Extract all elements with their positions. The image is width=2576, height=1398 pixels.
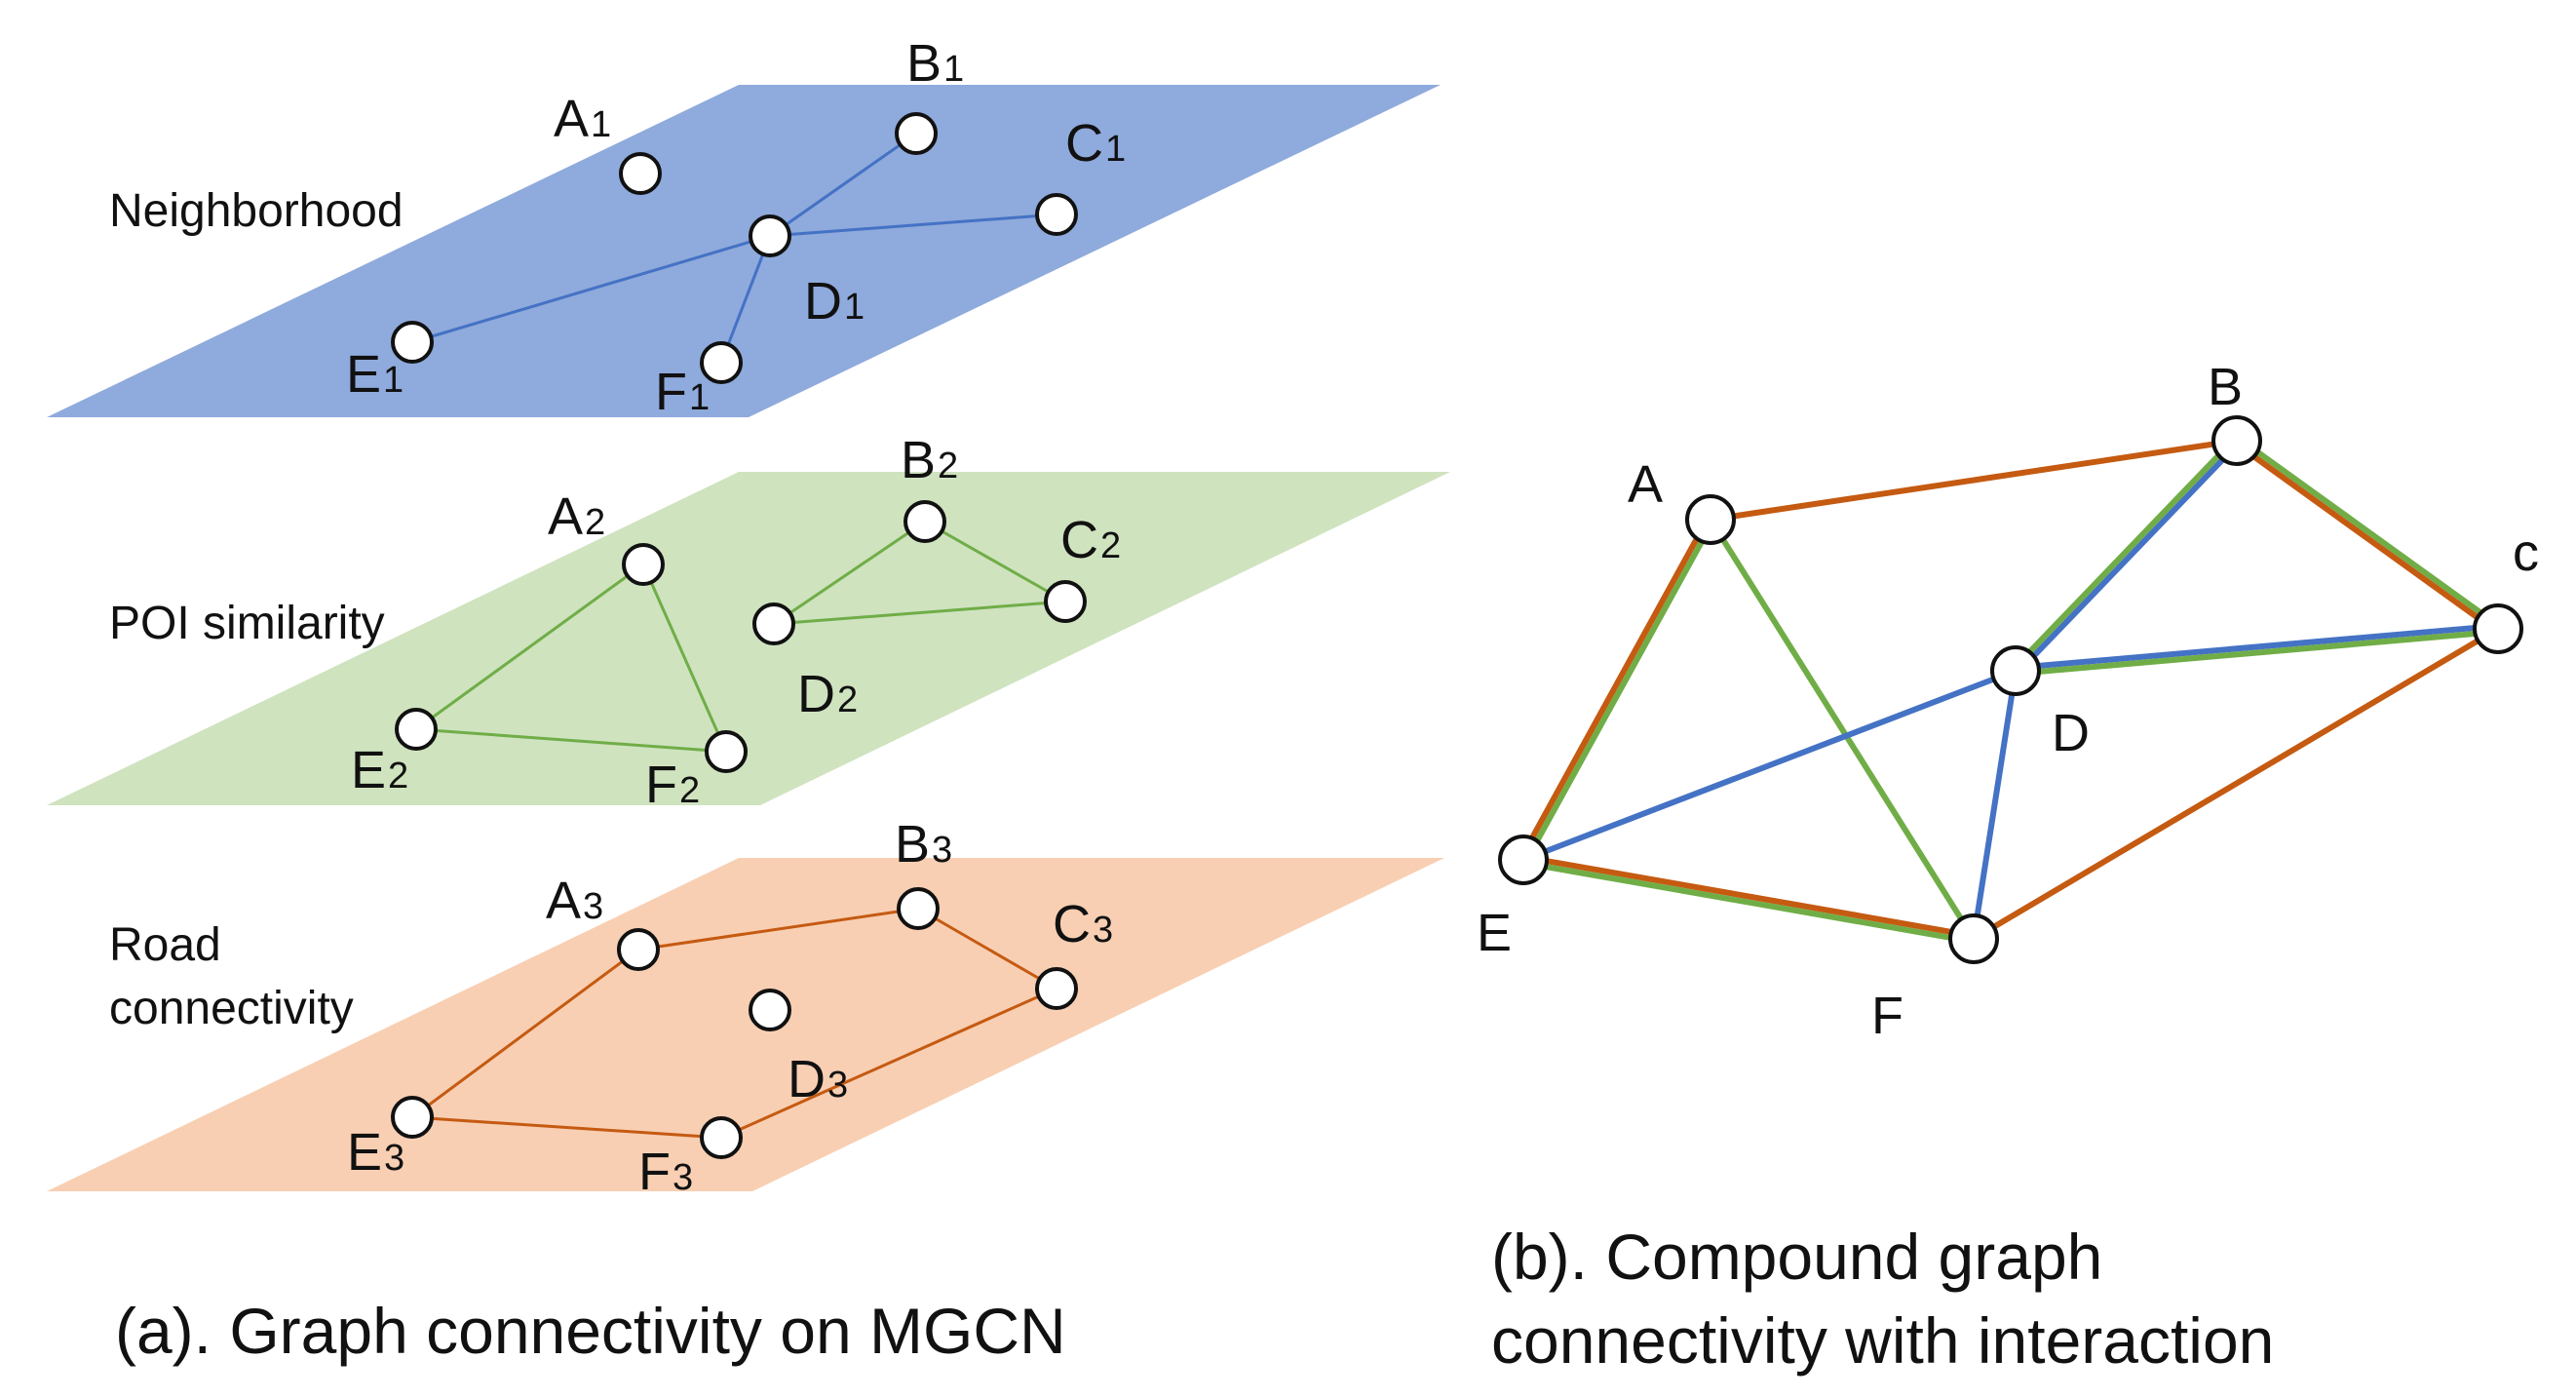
node-E2	[395, 708, 438, 751]
node-B1	[895, 112, 938, 155]
edge-B2-C2	[924, 520, 1066, 603]
node-label-E1: E1	[346, 345, 404, 404]
compound-graph-edges	[1518, 436, 2502, 945]
edge-F3-E3	[411, 1115, 722, 1140]
edge-A-E-0	[1523, 519, 1716, 863]
edge-D-C-0	[2015, 623, 2499, 671]
edge-B-D-1	[2011, 436, 2238, 671]
layer-title-road-line-1: Road	[109, 919, 221, 971]
caption-panel-a: (a). Graph connectivity on MGCN	[115, 1295, 1066, 1367]
edge-B-C-0	[2237, 436, 2502, 629]
node-C3	[1035, 967, 1078, 1010]
node-label-D2: D2	[797, 665, 858, 723]
node-label-E3: E3	[347, 1123, 404, 1182]
node-label-A2: A2	[548, 487, 605, 546]
node-label-C2: C2	[1060, 511, 1121, 569]
edge-A-E-1	[1518, 517, 1711, 861]
node-label-F2: F2	[645, 756, 700, 814]
edge-A2-E2	[415, 563, 644, 731]
node-label-C3: C3	[1053, 895, 1113, 953]
node-label-F1: F1	[655, 363, 710, 421]
edge-B-C-1	[2233, 440, 2498, 634]
edge-A-F-0	[1708, 518, 1977, 941]
node-F3	[700, 1116, 743, 1159]
layer-title-poi-similarity: POI similarity	[109, 598, 385, 649]
node-label-E2: E2	[351, 741, 408, 799]
node-C1	[1035, 193, 1078, 236]
layer-edges-road-connectivity	[411, 907, 1057, 1140]
node-D	[1990, 645, 2041, 696]
edge-E-F-1	[1521, 860, 1975, 945]
edge-C3-F3	[720, 987, 1057, 1140]
node-E	[1498, 835, 1549, 885]
edge-C2-D2	[773, 600, 1066, 626]
node-label-C1: C1	[1065, 114, 1126, 173]
node-F1	[700, 341, 743, 384]
edge-A3-B3	[637, 907, 919, 951]
node-A	[1685, 494, 1736, 545]
edge-D1-F1	[719, 235, 772, 364]
node-A2	[622, 543, 665, 586]
node-label-D: D	[2052, 704, 2090, 762]
node-label-B3: B3	[895, 815, 952, 874]
layer-title-neighborhood: Neighborhood	[109, 185, 404, 237]
node-E3	[391, 1096, 434, 1139]
edge-B3-C3	[917, 907, 1057, 990]
caption-panel-b-line-1: (b). Compound graph	[1491, 1221, 2102, 1293]
node-label-B: B	[2208, 358, 2243, 416]
layer-title-road-line-2: connectivity	[109, 983, 354, 1034]
node-B3	[897, 887, 940, 930]
node-label-F3: F3	[638, 1143, 693, 1201]
node-label-A1: A1	[554, 90, 611, 148]
edge-A-B-0	[1710, 438, 2238, 523]
node-label-C: c	[2513, 524, 2539, 582]
caption-panel-b-line-2: connectivity with interaction	[1491, 1304, 2274, 1377]
edge-D-F-0	[1971, 670, 2019, 940]
edge-D-C-1	[2015, 629, 2499, 677]
layer-edges-poi-similarity	[415, 520, 1066, 754]
node-label-E: E	[1477, 904, 1512, 962]
node-label-B2: B2	[901, 431, 958, 489]
node-D3	[749, 989, 791, 1031]
edge-B-D-0	[2015, 440, 2242, 676]
node-F	[1948, 913, 1999, 964]
node-label-D1: D1	[804, 272, 865, 330]
node-D1	[749, 214, 791, 257]
node-B2	[904, 500, 946, 543]
node-A3	[617, 928, 660, 971]
node-label-B1: B1	[906, 34, 964, 93]
edge-E3-A3	[411, 948, 639, 1119]
layer-plane-neighborhood-fill	[47, 85, 1441, 417]
edge-D1-E1	[411, 234, 771, 344]
node-D2	[752, 602, 795, 645]
edge-F-C-0	[1972, 626, 2500, 942]
node-A1	[619, 152, 662, 195]
node-E1	[391, 321, 434, 364]
edge-B2-D2	[773, 520, 926, 626]
node-C	[2473, 603, 2523, 654]
node-label-A: A	[1628, 455, 1663, 514]
node-label-F: F	[1871, 987, 1903, 1045]
edge-E2-F2	[415, 727, 727, 754]
node-F2	[705, 730, 748, 773]
layer-edges-neighborhood	[411, 132, 1057, 364]
edge-D1-B1	[769, 132, 917, 238]
node-label-D3: D3	[788, 1050, 848, 1108]
compound-graph-nodes: A BcD E F	[1477, 358, 2539, 1045]
edge-D-E-0	[1521, 668, 2018, 863]
edge-E-F-0	[1522, 854, 1976, 939]
edge-A2-F2	[641, 563, 728, 753]
edge-D1-C1	[769, 213, 1057, 238]
node-B	[2211, 415, 2262, 466]
node-label-A3: A3	[546, 872, 603, 930]
node-C2	[1044, 580, 1087, 623]
